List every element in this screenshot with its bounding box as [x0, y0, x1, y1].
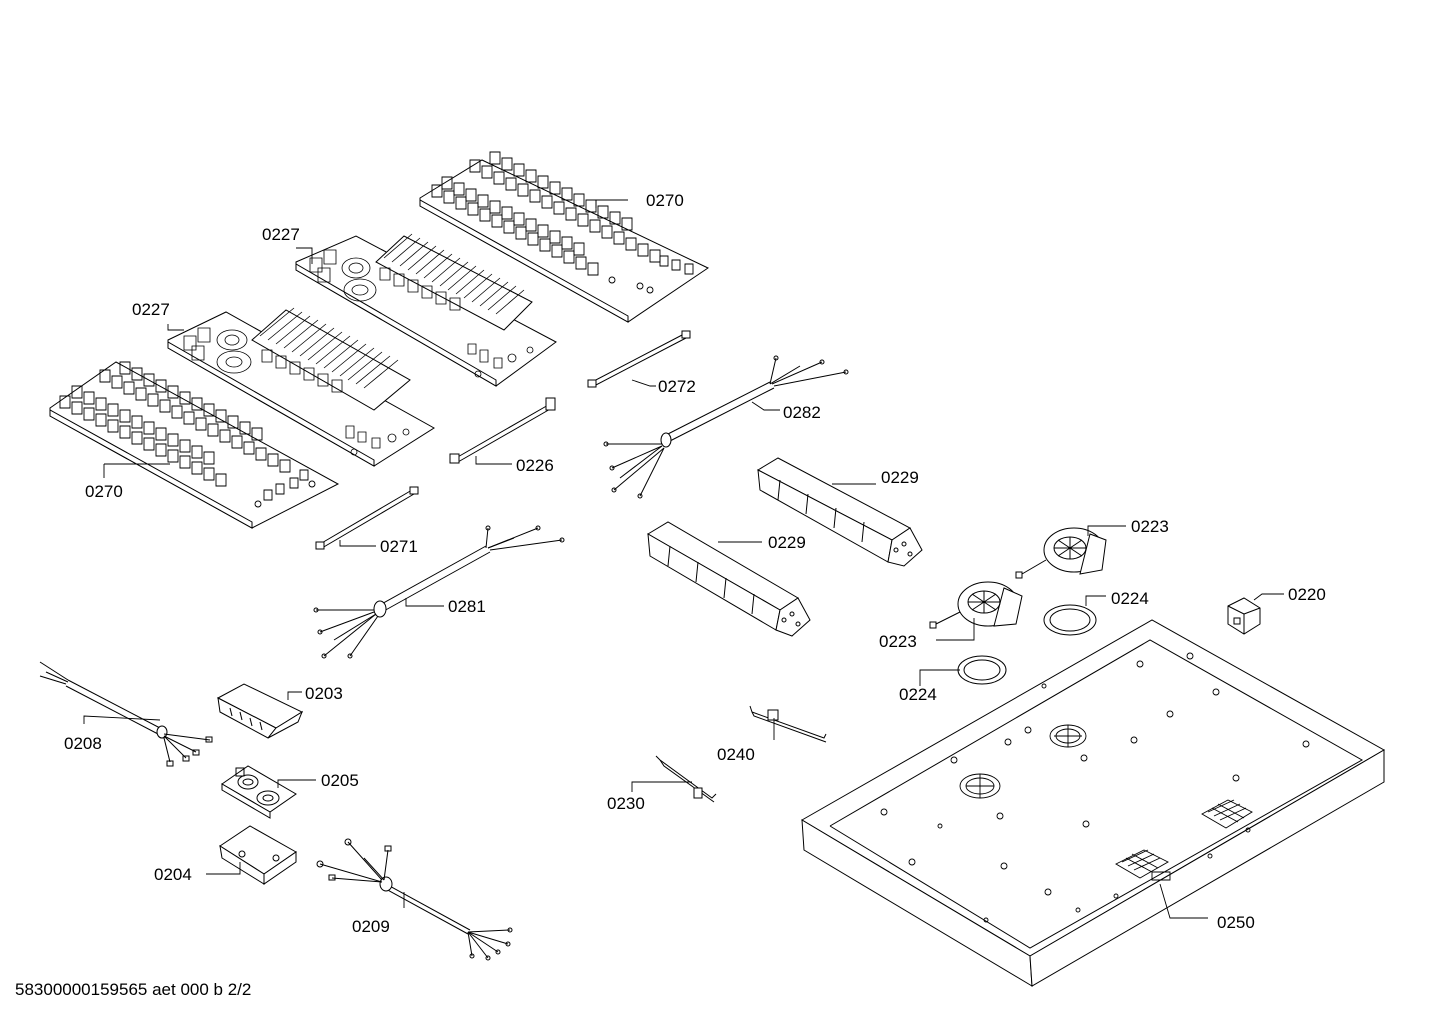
part-label-0205: 0205 [321, 771, 359, 790]
part-label-0220: 0220 [1288, 585, 1326, 604]
fan-0223-lower [930, 582, 1022, 628]
power-board-lower [168, 308, 434, 466]
part-label-0204: 0204 [154, 865, 192, 884]
part-label-0209: 0209 [352, 917, 390, 936]
fan-0223-upper [1016, 528, 1106, 578]
harness-0281 [314, 526, 564, 658]
part-label-0240: 0240 [717, 745, 755, 764]
bracket-0204 [220, 826, 296, 884]
harness-0282 [604, 356, 848, 498]
relay-board-lower [50, 362, 338, 528]
duct-0229-upper [758, 458, 922, 566]
part-label-0230: 0230 [607, 794, 645, 813]
part-label-0270-lower: 0270 [85, 482, 123, 501]
ring-0224-upper [1044, 605, 1096, 635]
part-label-0224-upper: 0224 [1111, 589, 1149, 608]
cable-0209 [317, 839, 512, 960]
part-label-0227-upper: 0227 [262, 225, 300, 244]
part-label-0229-upper: 0229 [881, 468, 919, 487]
part-label-0226: 0226 [516, 456, 554, 475]
lever-0230 [656, 756, 716, 802]
part-label-0208: 0208 [64, 734, 102, 753]
part-label-0270-top: 0270 [646, 191, 684, 210]
part-label-0272: 0272 [658, 377, 696, 396]
part-label-0281: 0281 [448, 597, 486, 616]
part-label-0223-lower: 0223 [879, 632, 917, 651]
relay-board-top [420, 152, 708, 322]
cable-0271 [316, 487, 418, 549]
cable-0226 [450, 398, 555, 463]
document-number-footer: 58300000159565 aet 000 b 2/2 [15, 980, 252, 999]
power-board-upper [296, 234, 556, 386]
ring-0224-lower [958, 656, 1006, 684]
part-label-0229-lower: 0229 [768, 533, 806, 552]
part-label-0282: 0282 [783, 403, 821, 422]
leader-lines [84, 200, 1284, 918]
part-label-0224-lower: 0224 [899, 685, 937, 704]
cable-0272 [588, 331, 690, 387]
cover-0203 [218, 684, 302, 738]
cable-0208 [40, 662, 212, 766]
part-label-0203: 0203 [305, 684, 343, 703]
part-label-0271: 0271 [380, 537, 418, 556]
part-label-0223-upper: 0223 [1131, 517, 1169, 536]
filter-board-0205 [222, 766, 296, 818]
part-label-0250: 0250 [1217, 913, 1255, 932]
housing-0250 [802, 620, 1384, 986]
part-label-0227-lower: 0227 [132, 300, 170, 319]
duct-0229-lower [648, 522, 810, 636]
sensor-0220 [1228, 598, 1260, 634]
lever-0240 [750, 706, 826, 742]
